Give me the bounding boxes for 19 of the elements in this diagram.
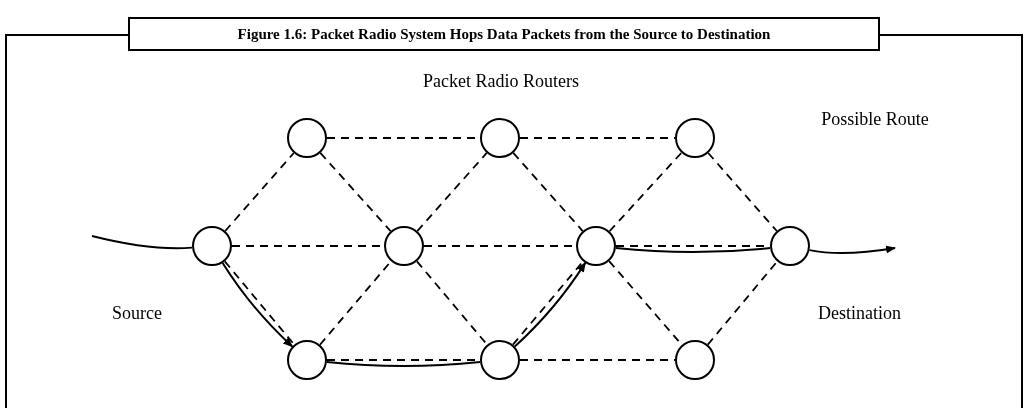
diagram-label: Packet Radio Routers [422, 70, 580, 93]
dashed-link [224, 152, 295, 232]
diagram-label: Possible Route [820, 108, 930, 131]
route-line [325, 361, 482, 368]
dashed-link [706, 260, 779, 346]
dashed-link [512, 152, 584, 232]
diagram-label: Destination [818, 302, 901, 325]
dashed-link [416, 260, 488, 346]
diagram-label: Source [112, 302, 162, 325]
route-line [614, 247, 772, 254]
dashed-link [519, 359, 676, 361]
route-line [91, 235, 194, 250]
dashed-link [707, 152, 778, 232]
dashed-link [519, 137, 676, 139]
figure-title: Figure 1.6: Packet Radio System Hops Data Packets from the Source to Destination [128, 17, 880, 51]
dashed-link [416, 152, 488, 232]
dashed-link [319, 152, 392, 232]
dashed-link [608, 151, 683, 233]
route-line [808, 245, 896, 255]
